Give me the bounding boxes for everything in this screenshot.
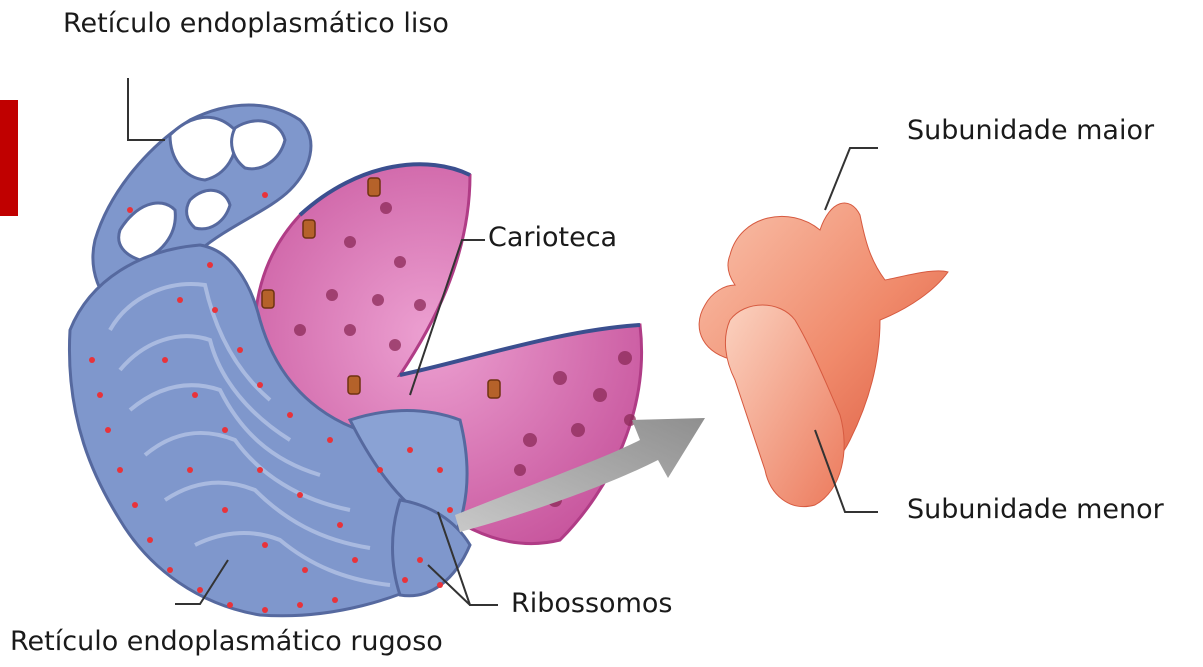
label-carioteca: Carioteca xyxy=(488,224,617,251)
label-ribossomos: Ribossomos xyxy=(511,590,672,617)
leader-subunidade-maior xyxy=(825,148,878,210)
leader-rer-liso xyxy=(128,78,165,140)
ribosome-illustration xyxy=(699,203,948,507)
label-reticulo-rugoso: Retículo endoplasmático rugoso xyxy=(10,628,443,655)
label-subunidade-menor: Subunidade menor xyxy=(907,496,1164,523)
label-subunidade-maior: Subunidade maior xyxy=(907,117,1154,144)
label-reticulo-liso: Retículo endoplasmático liso xyxy=(63,10,449,37)
